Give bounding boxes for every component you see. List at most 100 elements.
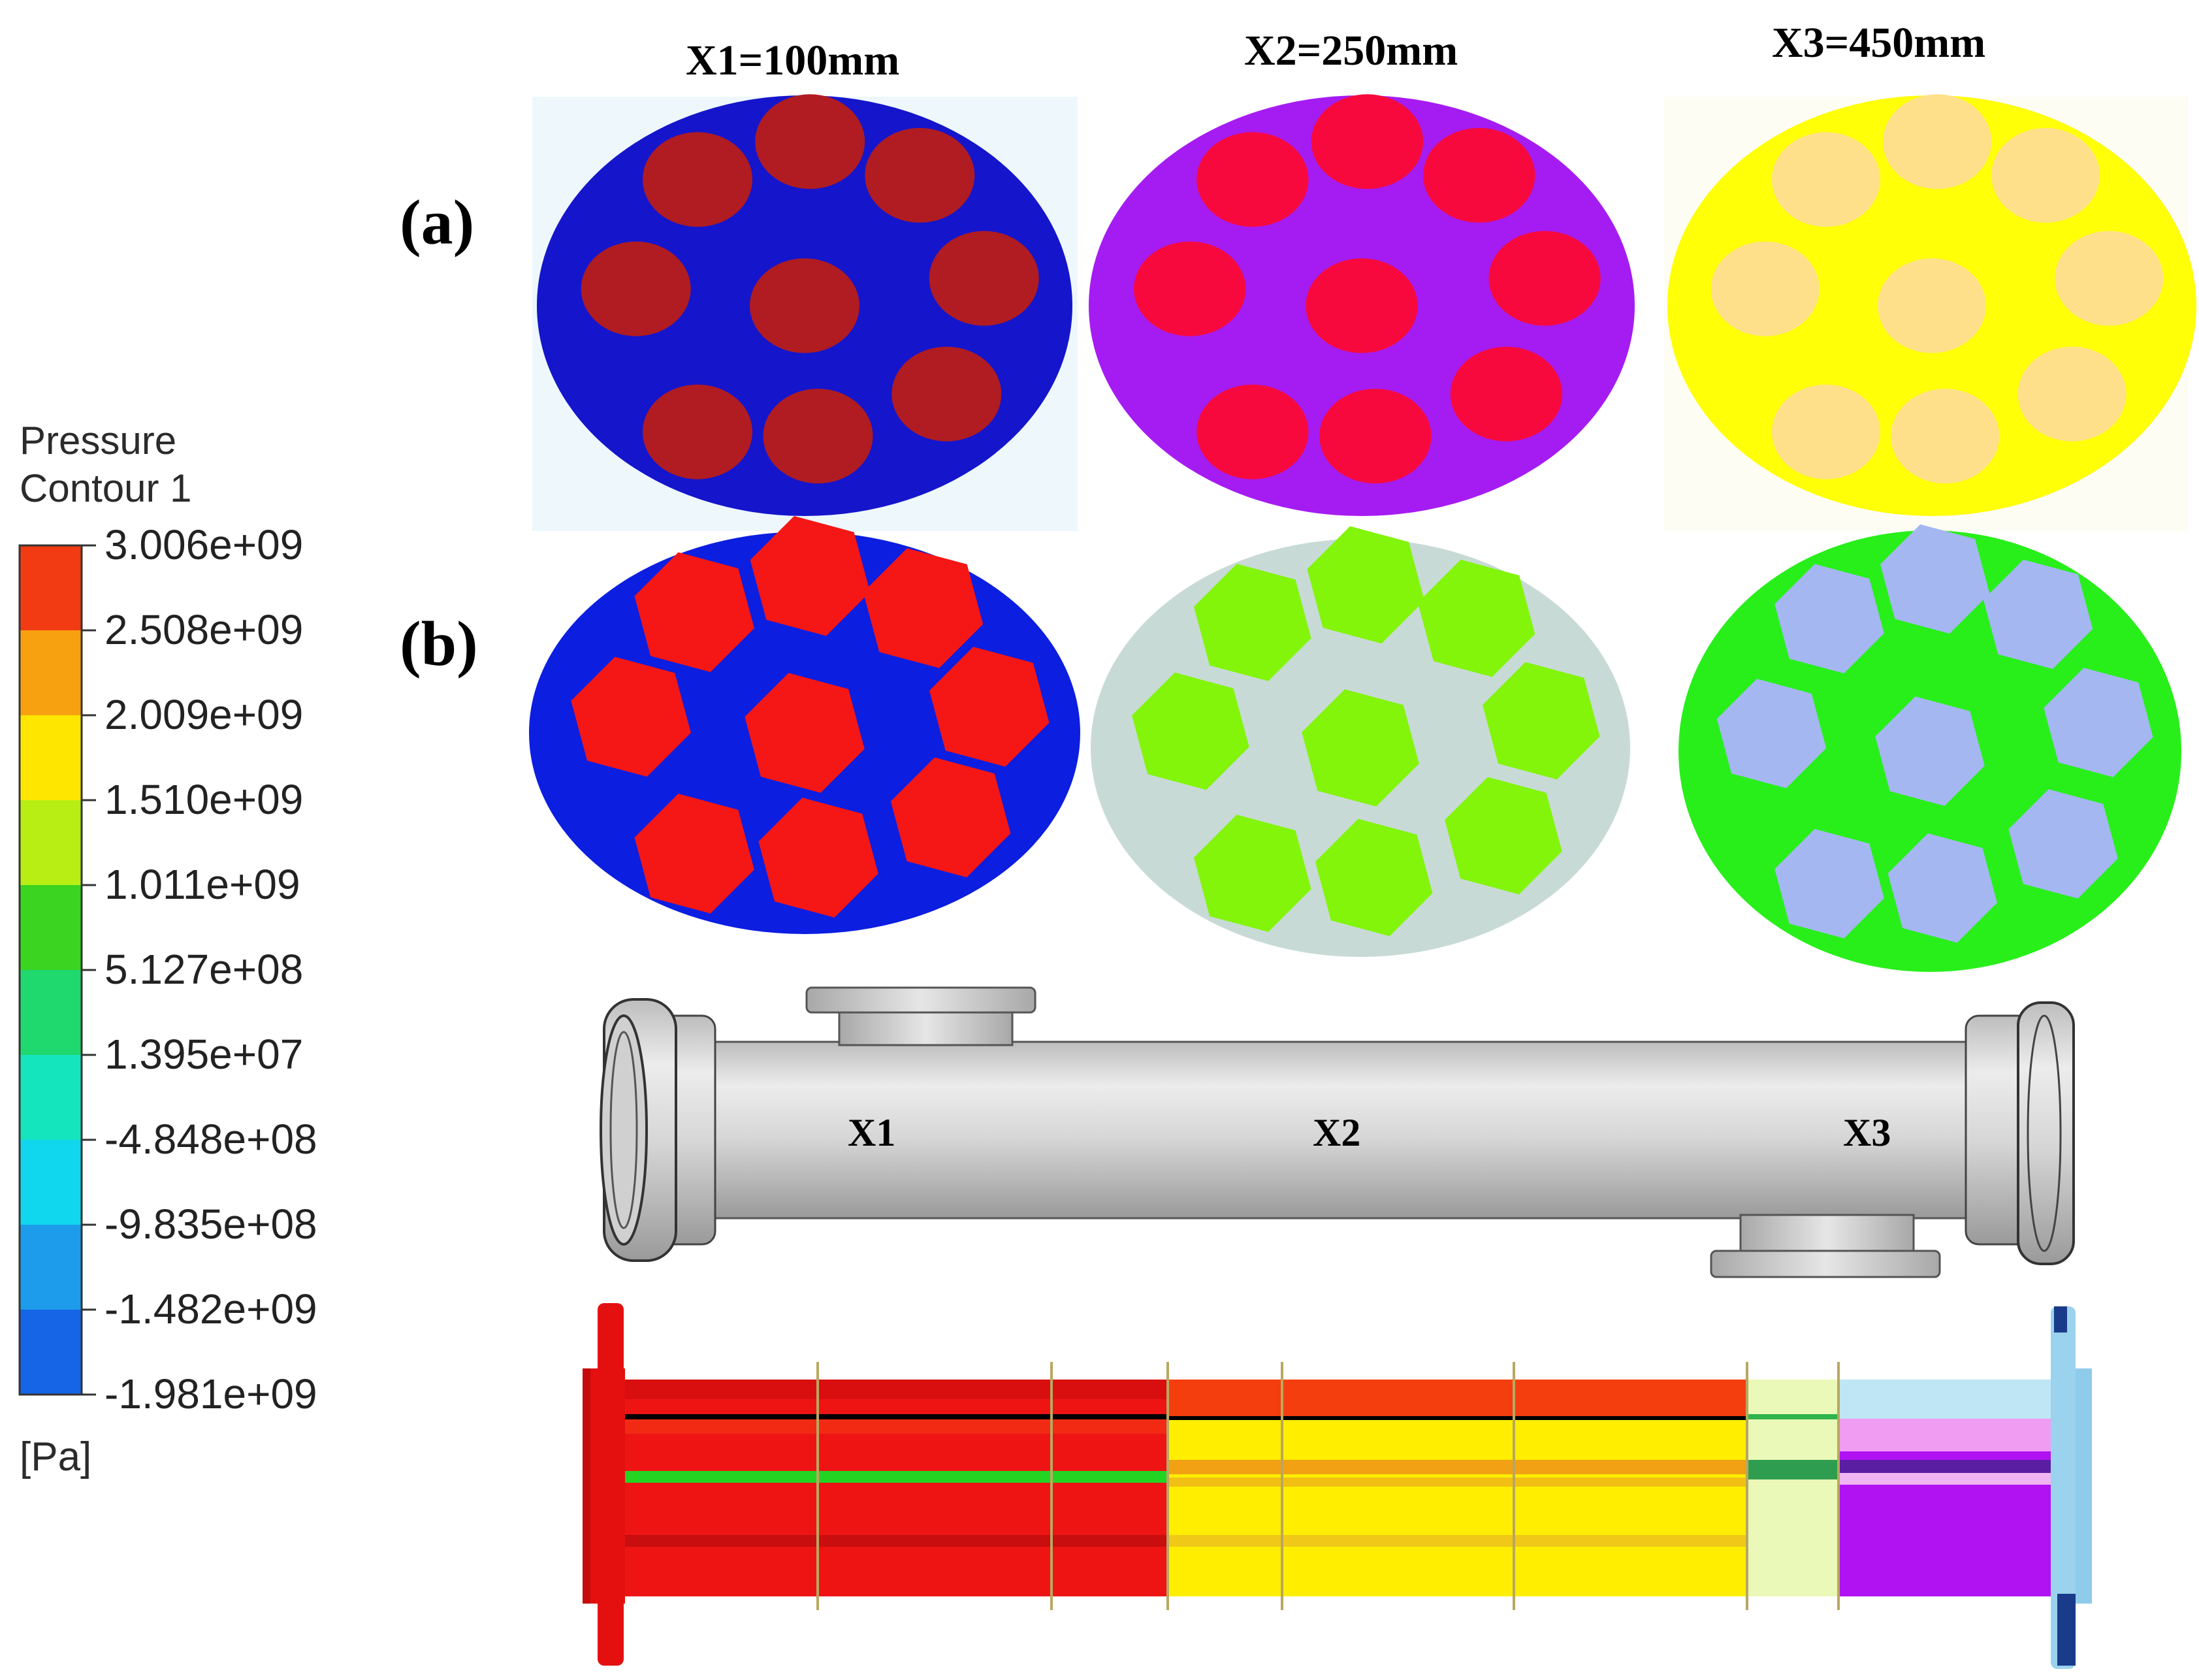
tube-4 bbox=[1488, 231, 1601, 326]
tube-2 bbox=[750, 516, 871, 636]
tick-label-3: 1.510e+09 bbox=[104, 776, 304, 823]
tube-6 bbox=[1319, 389, 1432, 484]
tube-0 bbox=[1306, 258, 1418, 353]
color-band-0 bbox=[20, 545, 82, 631]
tube-3 bbox=[865, 127, 975, 223]
row-label-b: (b) bbox=[400, 609, 478, 679]
column-title-x3: X3=450mm bbox=[1772, 19, 1986, 67]
tube-3 bbox=[1417, 559, 1535, 677]
tube-8 bbox=[1132, 672, 1249, 790]
tube-8 bbox=[571, 656, 691, 777]
tube-2 bbox=[1880, 524, 1990, 634]
tube-5 bbox=[1445, 777, 1562, 895]
tick-label-5: 5.127e+08 bbox=[104, 946, 304, 993]
tube-6 bbox=[1315, 818, 1433, 937]
hexagonal-tube-cross-sections bbox=[529, 516, 2181, 972]
color-band-8 bbox=[20, 1225, 82, 1310]
position-label-x2: X2 bbox=[1313, 1111, 1361, 1154]
tube-3 bbox=[863, 548, 984, 668]
tube-0 bbox=[1878, 258, 1986, 353]
tube-6 bbox=[763, 389, 873, 484]
cross-section-b-x2 bbox=[1091, 526, 1630, 957]
tube-8 bbox=[581, 241, 691, 336]
tube-0 bbox=[1875, 696, 1985, 806]
tick-label-7: -4.848e+08 bbox=[104, 1116, 317, 1163]
tick-label-9: -1.482e+09 bbox=[104, 1285, 317, 1333]
tube-5 bbox=[2017, 346, 2127, 442]
position-label-x1: X1 bbox=[848, 1111, 896, 1154]
tube-7 bbox=[1772, 384, 1880, 479]
cross-section-a-x2 bbox=[1089, 94, 1635, 516]
tick-label-6: 1.395e+07 bbox=[104, 1031, 304, 1078]
cross-section-a-x1 bbox=[537, 94, 1072, 516]
tube-1 bbox=[1774, 564, 1884, 673]
circular-tube-cross-sections bbox=[537, 94, 2196, 516]
tick-label-4: 1.011e+09 bbox=[104, 861, 300, 908]
color-band-4 bbox=[20, 885, 82, 971]
inlet-nozzle-flange bbox=[805, 986, 1036, 1014]
tube-1 bbox=[643, 132, 752, 227]
tick-label-2: 2.009e+09 bbox=[104, 691, 304, 738]
left-end-opening bbox=[600, 1014, 648, 1246]
tube-4 bbox=[2055, 231, 2164, 326]
tube-1 bbox=[1196, 132, 1309, 227]
color-band-6 bbox=[20, 1055, 82, 1140]
tube-8 bbox=[1716, 679, 1827, 788]
tube-5 bbox=[2008, 789, 2118, 899]
tube-6 bbox=[1891, 389, 2000, 484]
tube-4 bbox=[929, 647, 1050, 767]
cross-section-b-x3 bbox=[1678, 524, 2181, 972]
cross-section-a-x3 bbox=[1667, 94, 2196, 516]
tube-4 bbox=[2044, 668, 2153, 777]
pressure-contour-longitudinal-view bbox=[583, 1303, 2092, 1669]
tube-8 bbox=[1134, 241, 1246, 336]
tube-1 bbox=[634, 552, 754, 672]
tube-5 bbox=[891, 346, 1002, 442]
column-title-x2: X2=250mm bbox=[1244, 27, 1458, 74]
tube-5 bbox=[1450, 346, 1563, 442]
color-band-5 bbox=[20, 970, 82, 1056]
tube-2 bbox=[1307, 526, 1424, 644]
column-title-x1: X1=100mm bbox=[686, 37, 900, 84]
tube-7 bbox=[1196, 384, 1309, 479]
outlet-nozzle-flange bbox=[1710, 1250, 1941, 1278]
tube-0 bbox=[750, 258, 859, 353]
inlet-nozzle bbox=[838, 1008, 1014, 1046]
tube-3 bbox=[1991, 127, 2100, 223]
tube-0 bbox=[745, 673, 865, 793]
tube-1 bbox=[1194, 564, 1311, 681]
tube-2 bbox=[755, 94, 865, 189]
color-band-9 bbox=[20, 1310, 82, 1395]
tick-label-8: -9.835e+08 bbox=[104, 1201, 317, 1248]
tube-8 bbox=[1710, 241, 1820, 336]
tube-6 bbox=[758, 798, 878, 918]
legend-unit: [Pa] bbox=[20, 1434, 92, 1479]
tube-7 bbox=[1774, 829, 1884, 939]
color-band-2 bbox=[20, 715, 82, 801]
color-band-1 bbox=[20, 630, 82, 716]
color-band-7 bbox=[20, 1140, 82, 1225]
tube-1 bbox=[1772, 132, 1880, 227]
outlet-nozzle bbox=[1739, 1214, 1915, 1255]
pressure-color-bar bbox=[18, 544, 96, 1396]
tube-7 bbox=[1194, 815, 1311, 932]
tube-3 bbox=[1423, 127, 1535, 223]
cross-section-b-x1 bbox=[529, 516, 1080, 934]
legend-subtitle: Contour 1 bbox=[20, 466, 192, 510]
tick-label-0: 3.006e+09 bbox=[104, 521, 304, 568]
tube-7 bbox=[643, 384, 752, 479]
tube-2 bbox=[1311, 94, 1424, 189]
tube-4 bbox=[1483, 662, 1600, 780]
position-label-x3: X3 bbox=[1843, 1111, 1891, 1154]
tube-0 bbox=[1302, 689, 1419, 807]
tube-6 bbox=[1887, 833, 1997, 943]
tube-4 bbox=[929, 231, 1039, 326]
tube-7 bbox=[634, 794, 754, 914]
heat-exchanger-3d-view bbox=[600, 986, 2075, 1278]
tube-3 bbox=[1983, 559, 2093, 670]
tube-2 bbox=[1883, 94, 1992, 189]
legend-title: Pressure bbox=[20, 419, 177, 462]
right-end-cap bbox=[2017, 1001, 2075, 1265]
row-label-a: (a) bbox=[400, 187, 475, 258]
